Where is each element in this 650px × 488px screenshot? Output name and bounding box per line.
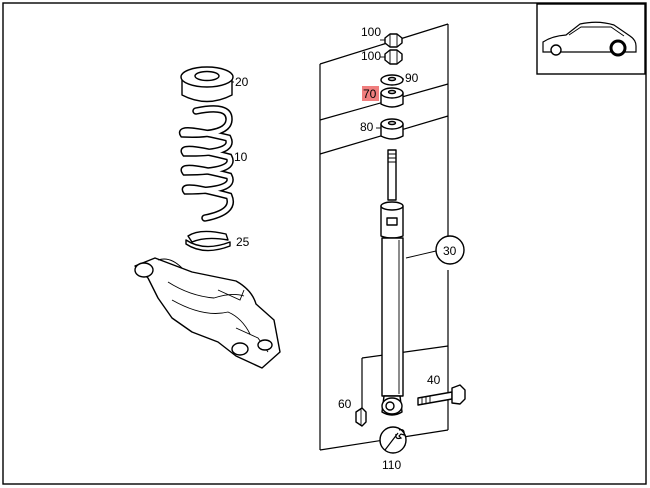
- callout-100-second[interactable]: 100: [361, 49, 381, 63]
- upper-nut-part[interactable]: [384, 33, 403, 48]
- callout-110[interactable]: 110: [382, 458, 401, 472]
- vehicle-inset: [536, 3, 646, 75]
- trailing-arm-part[interactable]: [134, 257, 281, 369]
- lower-mount-nut-part[interactable]: [355, 407, 367, 427]
- callout-40[interactable]: 40: [427, 373, 441, 387]
- callout-25[interactable]: 25: [236, 235, 250, 249]
- callout-30[interactable]: 30: [443, 244, 457, 258]
- callout-10[interactable]: 10: [234, 150, 248, 164]
- mounting-bolt-part[interactable]: [417, 384, 466, 406]
- callout-100-top[interactable]: 100: [361, 25, 381, 39]
- lower-nut-part[interactable]: [384, 49, 403, 65]
- rubber-mount-upper-part[interactable]: [380, 87, 404, 108]
- spring-seat-part[interactable]: [180, 66, 234, 103]
- leader-lines: [232, 39, 404, 129]
- washer-part[interactable]: [380, 74, 404, 86]
- car-side-rear-wheel-icon: [542, 21, 637, 57]
- callout-60[interactable]: 60: [338, 397, 352, 411]
- highlight-marker: [362, 86, 379, 101]
- callout-70[interactable]: 70: [363, 87, 377, 101]
- coil-spring-part[interactable]: [178, 105, 234, 222]
- callout-80[interactable]: 80: [360, 120, 374, 134]
- torque-wrench-icon: [379, 426, 407, 454]
- callout-20[interactable]: 20: [235, 75, 249, 89]
- spring-pad-part[interactable]: [185, 230, 231, 252]
- callout-30-badge: [435, 235, 465, 265]
- rubber-mount-lower-part[interactable]: [380, 118, 404, 140]
- callout-90[interactable]: 90: [405, 71, 419, 85]
- shock-absorber-part[interactable]: [380, 149, 404, 416]
